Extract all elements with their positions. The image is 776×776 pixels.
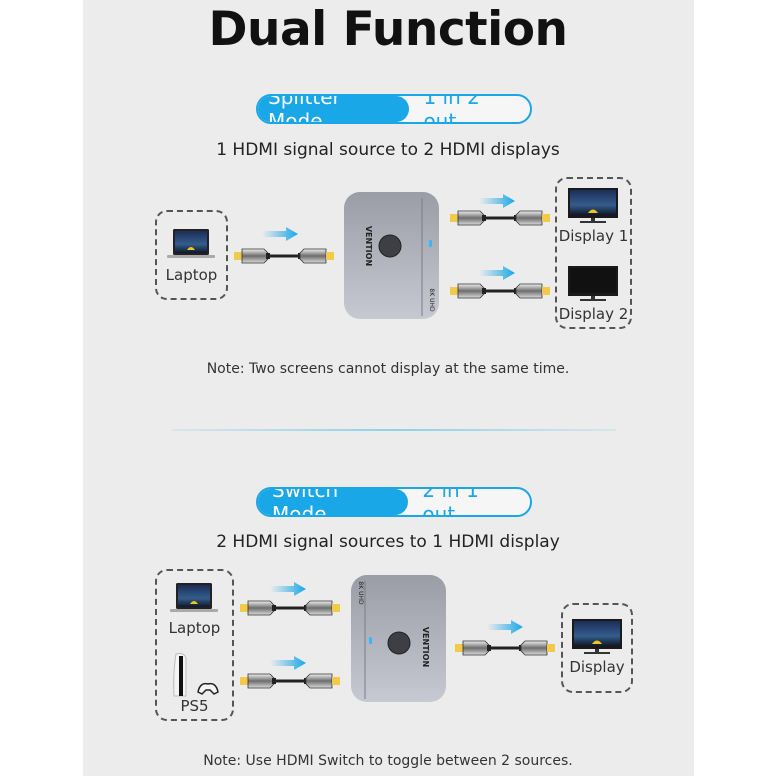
switch-output-box (561, 603, 633, 693)
hdmi-cable-icon (450, 280, 550, 302)
monitor-off-icon (568, 266, 618, 302)
switch-mode-badge: Switch Mode 2 in 1 out (256, 487, 532, 517)
hdmi-cable-icon (240, 670, 340, 692)
hdmi-cable-icon (234, 245, 334, 267)
hdmi-cable-icon (450, 207, 550, 229)
laptop-icon (167, 228, 215, 262)
splitter-source-label: Laptop (165, 266, 218, 284)
signal-arrow-icon (487, 620, 523, 634)
section-divider (172, 429, 616, 431)
signal-arrow-icon (270, 656, 306, 670)
splitter-output-box (555, 177, 632, 329)
splitter-mode-badge: Splitter Mode 1 in 2 out (256, 94, 532, 124)
hdmi-switch-device: VENTION 8K UHD (351, 575, 446, 702)
brand-logo: VENTION (364, 226, 373, 266)
switch-source-ps5-label: PS5 (180, 697, 209, 715)
brand-logo: VENTION (421, 627, 430, 667)
ps5-console-icon (170, 652, 220, 698)
hdmi-cable-icon (455, 637, 555, 659)
hdmi-splitter-device: VENTION 8K UHD (344, 192, 439, 319)
splitter-note: Note: Two screens cannot display at the … (206, 361, 570, 377)
signal-arrow-icon (479, 266, 515, 280)
switch-note: Note: Use HDMI Switch to toggle between … (203, 753, 573, 769)
display-2-label: Display 2 (558, 305, 629, 323)
hdmi-cable-icon (240, 597, 340, 619)
splitter-description: 1 HDMI signal source to 2 HDMI displays (216, 140, 560, 160)
signal-arrow-icon (262, 227, 298, 241)
laptop-icon (170, 582, 218, 616)
signal-arrow-icon (479, 194, 515, 208)
device-badge: 8K UHD (428, 288, 435, 312)
splitter-source-box (155, 210, 228, 300)
switch-source-laptop-label: Laptop (168, 619, 221, 637)
monitor-icon (572, 619, 622, 655)
switch-source-box (155, 569, 234, 721)
switch-output-label: Display (569, 658, 625, 676)
signal-arrow-icon (270, 582, 306, 596)
switch-io-label: 2 in 1 out (422, 487, 479, 517)
device-badge: 8K UHD (357, 581, 364, 605)
monitor-icon (568, 188, 618, 224)
splitter-mode-label: Splitter Mode (258, 96, 410, 122)
switch-description: 2 HDMI signal sources to 1 HDMI display (216, 532, 560, 552)
splitter-io-label: 1 in 2 out (423, 94, 480, 124)
page-title: Dual Function (208, 2, 568, 57)
display-1-label: Display 1 (558, 227, 629, 245)
switch-mode-label: Switch Mode (258, 489, 409, 515)
